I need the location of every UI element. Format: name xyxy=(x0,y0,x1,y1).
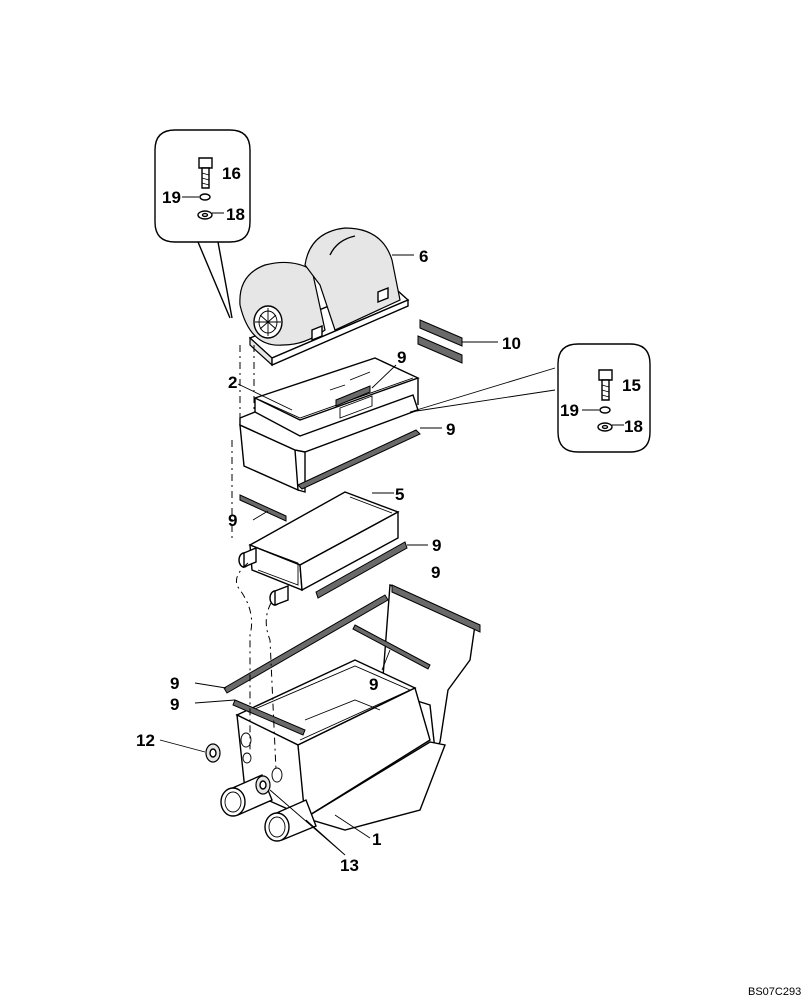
seal-strip-flange-9 xyxy=(391,584,481,633)
callout-6: 6 xyxy=(419,247,428,266)
seal-strip-core-right-9 xyxy=(315,541,408,599)
bolt-15-icon xyxy=(598,369,613,401)
blower-fan-inlet-icon xyxy=(253,305,283,339)
callout-10: 10 xyxy=(502,334,521,353)
callout-9-base-left-b: 9 xyxy=(170,695,179,714)
core-pipe-lower-icon xyxy=(269,584,289,607)
seal-strip-top-9 xyxy=(335,385,371,407)
callout-13: 13 xyxy=(340,856,359,875)
lock-washer-19-icon xyxy=(199,193,211,201)
blower-assembly xyxy=(239,227,410,367)
callout-9-base-mid: 9 xyxy=(369,675,378,694)
seal-strip-core-left-9 xyxy=(239,494,287,522)
blower-housing-2 xyxy=(239,357,420,493)
callout-15: 15 xyxy=(622,376,641,395)
heater-core-5 xyxy=(238,491,400,607)
seal-strip-base-inner-9 xyxy=(352,624,431,670)
callout-9-base-right: 9 xyxy=(431,563,440,582)
callout-9-core-right: 9 xyxy=(432,536,441,555)
callout-19-left: 19 xyxy=(162,188,181,207)
core-pipe-upper-icon xyxy=(238,546,257,569)
assembly-center-lines xyxy=(231,345,277,771)
fitting-13-icon xyxy=(255,775,271,795)
seal-strip-housing-front-9 xyxy=(297,429,421,490)
drawing-reference-code: BS07C293 xyxy=(748,986,801,998)
seal-strip-base-left-9 xyxy=(223,594,389,694)
callout-5: 5 xyxy=(395,485,404,504)
callout-19-right: 19 xyxy=(560,401,579,420)
callout-9-right-top: 9 xyxy=(446,420,455,439)
callout-9-base-left-a: 9 xyxy=(170,674,179,693)
filter-strips-10 xyxy=(417,319,463,364)
flat-washer-18b-icon xyxy=(597,422,613,432)
callout-18-right: 18 xyxy=(624,417,643,436)
duct-outlet-lower-icon xyxy=(264,799,317,842)
callout-9-left: 9 xyxy=(228,511,237,530)
bolt-16-icon xyxy=(198,157,213,189)
seal-strip-base-mid-9 xyxy=(232,699,306,736)
grommet-12-icon xyxy=(205,743,221,763)
callout-1: 1 xyxy=(372,830,381,849)
hardware-detail-bubble-left xyxy=(154,129,251,319)
hardware-detail-bubble-right xyxy=(557,343,651,453)
flat-washer-18-icon xyxy=(197,210,213,220)
callout-2: 2 xyxy=(228,373,237,392)
callout-16: 16 xyxy=(222,164,241,183)
lock-washer-19b-icon xyxy=(599,406,611,414)
callout-18-left: 18 xyxy=(226,205,245,224)
callout-12: 12 xyxy=(136,731,155,750)
callout-9-top: 9 xyxy=(397,348,406,367)
